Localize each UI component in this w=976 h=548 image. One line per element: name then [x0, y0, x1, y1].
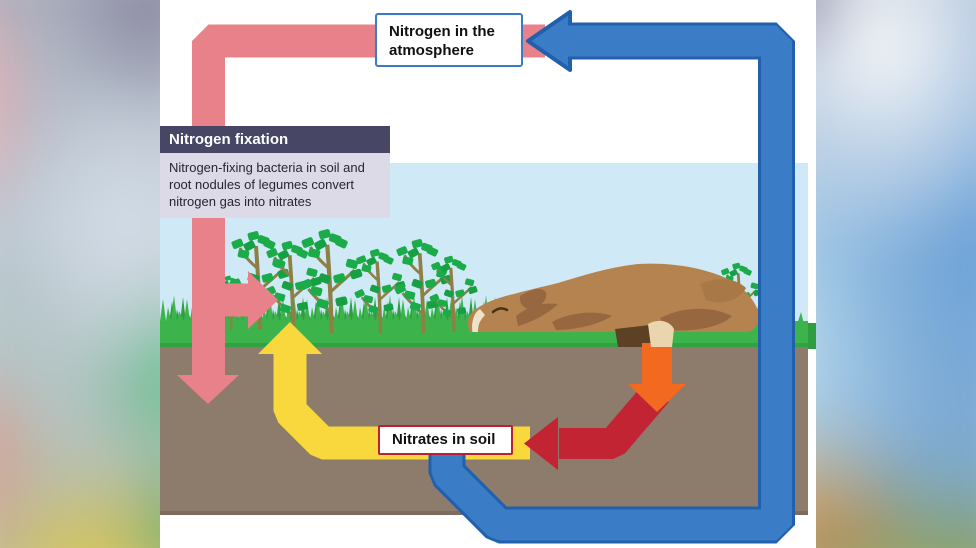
uptake-arrowhead-up: [258, 322, 322, 354]
nitrogen-cycle-diagram: Nitrogen in the atmosphere Nitrogen fixa…: [160, 0, 816, 548]
blurred-right-edge: [816, 0, 976, 548]
fixation-arrowhead-down: [177, 375, 239, 404]
diagram-artwork: [160, 10, 816, 544]
grass-soil-edge: [160, 343, 808, 347]
atmosphere-label: Nitrogen in the atmosphere: [389, 23, 495, 59]
nitrification-arrow: [524, 381, 669, 470]
nitrification-arrowhead-left: [524, 417, 558, 470]
decay-arrowhead-down: [628, 384, 686, 412]
nitrates-label-box: Nitrates in soil: [378, 425, 513, 455]
fixation-arrowhead-right: [248, 271, 278, 329]
animal-eye: [491, 307, 509, 314]
blurred-left-edge: [0, 0, 160, 548]
fixation-label-box: Nitrogen fixation Nitrogen-fixing bacter…: [160, 126, 390, 218]
decay-arrow: [628, 343, 686, 412]
atmosphere-label-box: Nitrogen in the atmosphere: [375, 13, 523, 67]
denitrification-arrow: [428, 10, 795, 544]
nitrates-label: Nitrates in soil: [392, 431, 496, 448]
decay-patch: [615, 325, 653, 347]
fixation-description: Nitrogen-fixing bacteria in soil and roo…: [160, 153, 390, 218]
animal-hoof: [648, 320, 674, 347]
animal-ear: [519, 288, 547, 309]
fixation-title: Nitrogen fixation: [160, 126, 390, 153]
denitrification-arrowhead-left: [526, 10, 572, 72]
